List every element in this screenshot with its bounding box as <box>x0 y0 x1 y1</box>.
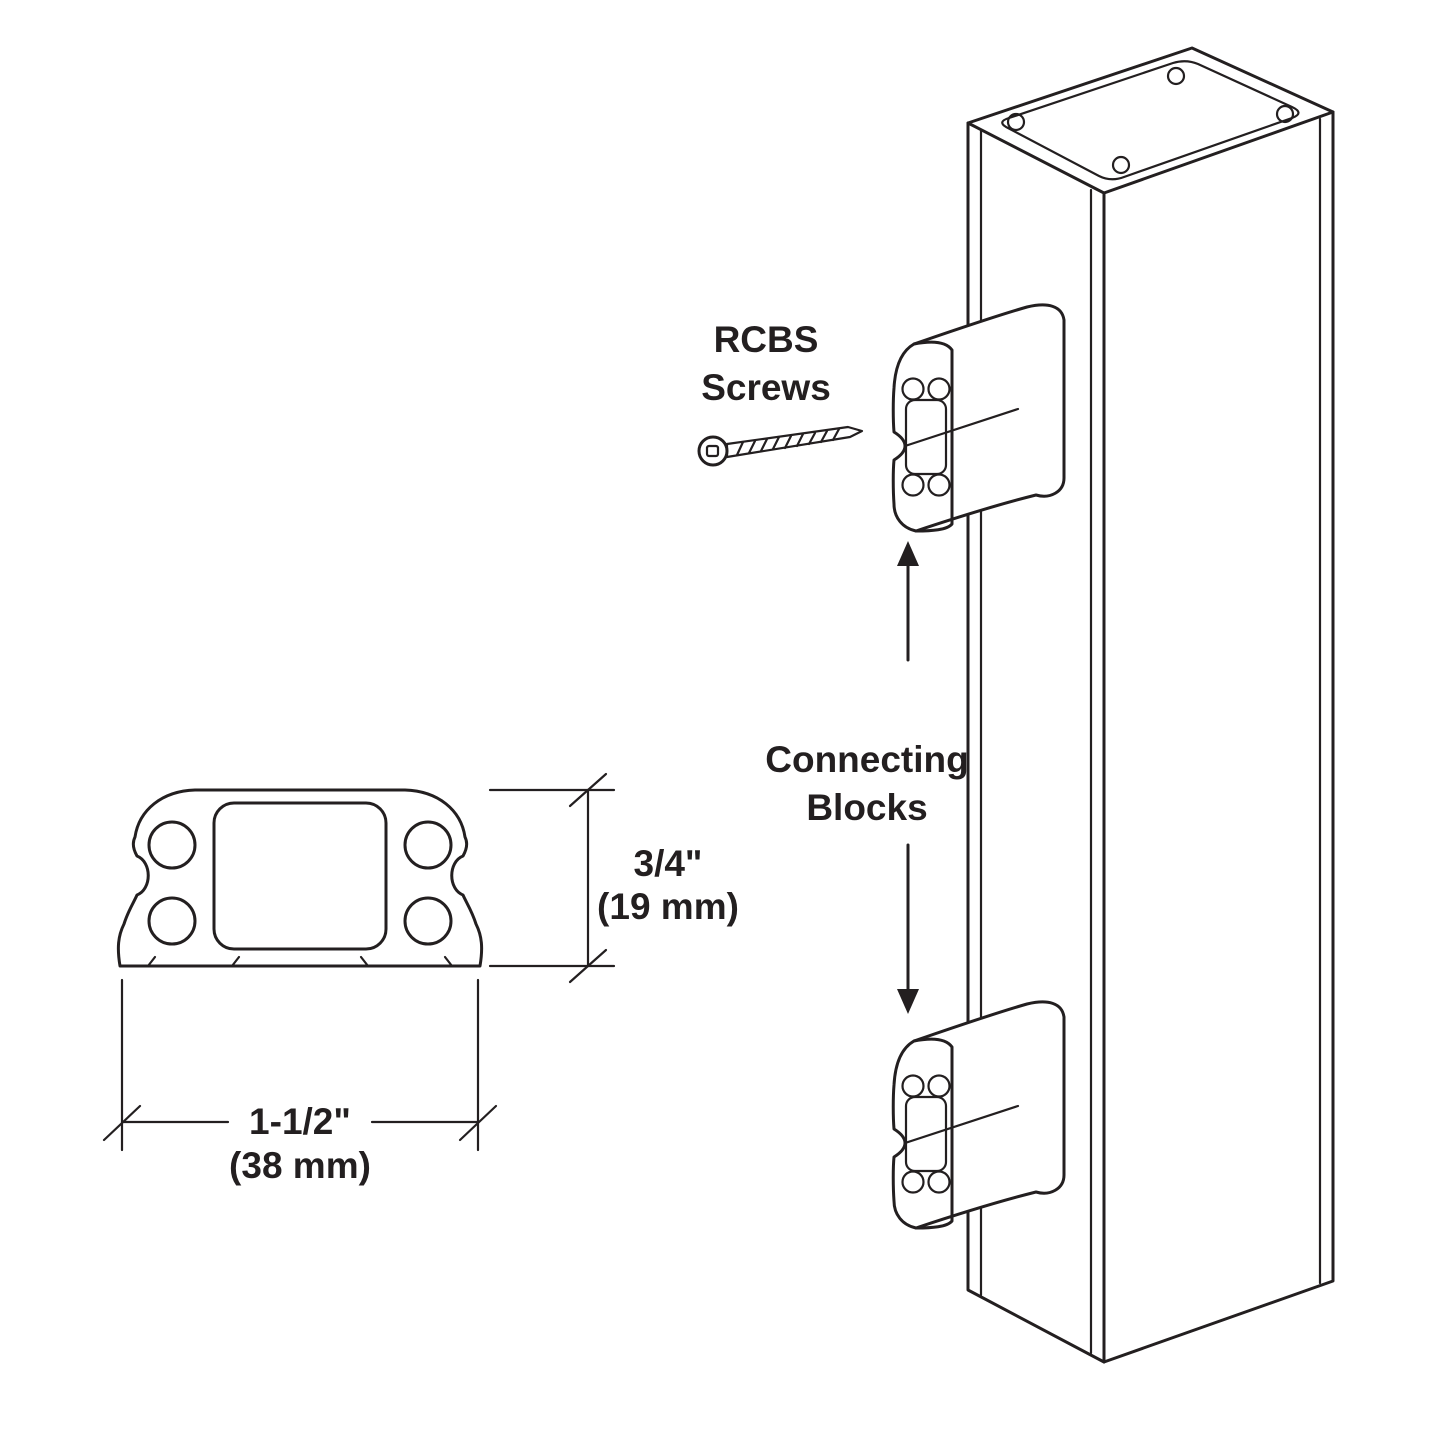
down-arrow <box>897 843 919 1014</box>
profile-screw-hole <box>147 896 197 946</box>
height-tick-top <box>568 772 608 808</box>
width-tick-right <box>458 1104 498 1142</box>
lower-connecting-block <box>891 1000 1066 1230</box>
profile-outer-outline <box>116 788 484 968</box>
width-dimension-imperial: 1-1/2" <box>249 1101 351 1142</box>
profile-screw-hole <box>403 896 453 946</box>
upper-connecting-block <box>891 303 1066 533</box>
profile-screw-hole <box>147 820 197 870</box>
profile-center-channel <box>212 801 388 951</box>
post-corner-boss <box>1275 104 1295 124</box>
profile-bottom-notches <box>146 955 454 968</box>
height-dimension-imperial: 3/4" <box>634 843 703 884</box>
post-corner-boss <box>1166 66 1186 86</box>
post-corner-boss <box>1006 112 1026 132</box>
screw-threads <box>735 427 841 457</box>
height-tick-bottom <box>568 948 608 984</box>
screw-head <box>697 435 729 467</box>
connecting-blocks-label-line2: Blocks <box>806 787 927 828</box>
profile-screw-hole <box>403 820 453 870</box>
cross-section-drawing <box>116 788 484 968</box>
screw-drive-recess <box>705 444 720 458</box>
width-dimension: 1-1/2" (38 mm) <box>102 978 498 1186</box>
height-dimension: 3/4" (19 mm) <box>488 772 739 984</box>
post-corner-boss <box>1111 155 1131 175</box>
width-tick-left <box>102 1104 142 1142</box>
rcbs-screws-label-line2: Screws <box>701 367 831 408</box>
width-dimension-metric: (38 mm) <box>229 1145 371 1186</box>
post-front-face-edges <box>966 121 1106 1364</box>
rcbs-screws-label-line1: RCBS <box>714 319 819 360</box>
connecting-blocks-label-line1: Connecting <box>765 739 968 780</box>
screw-shank-outline <box>725 425 864 459</box>
up-arrow <box>897 541 919 662</box>
height-dimension-metric: (19 mm) <box>597 886 739 927</box>
screw-drawing <box>697 425 864 467</box>
post-right-face-edges <box>1102 110 1335 1364</box>
